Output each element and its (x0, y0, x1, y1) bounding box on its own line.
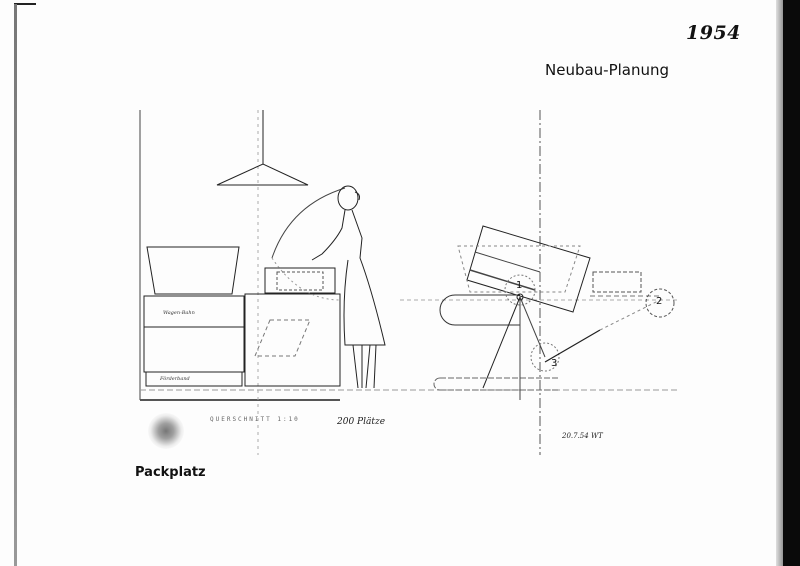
binding-shadow (776, 0, 784, 566)
binding-gutter (783, 0, 800, 566)
page-left-edge (14, 4, 17, 566)
box-label-lower: Förderband (160, 376, 190, 382)
box-label-upper: Wagen-Bahn (163, 310, 195, 316)
ink-smudge (148, 413, 184, 449)
mechanism-label-2: 2 (656, 296, 663, 307)
capacity-note: 200 Plätze (337, 417, 386, 427)
page-year: 1954 (686, 22, 741, 44)
scale-note: QUERSCHNITT 1:10 (210, 416, 300, 423)
mechanism-label-3: 3 (551, 358, 558, 369)
figure-caption: Packplatz (135, 465, 206, 480)
page-title: Neubau-Planung (545, 61, 670, 79)
mechanism-label-1: 1 (516, 280, 523, 291)
page-corner-mark (14, 3, 36, 5)
date-note: 20.7.54 WT (562, 432, 603, 440)
